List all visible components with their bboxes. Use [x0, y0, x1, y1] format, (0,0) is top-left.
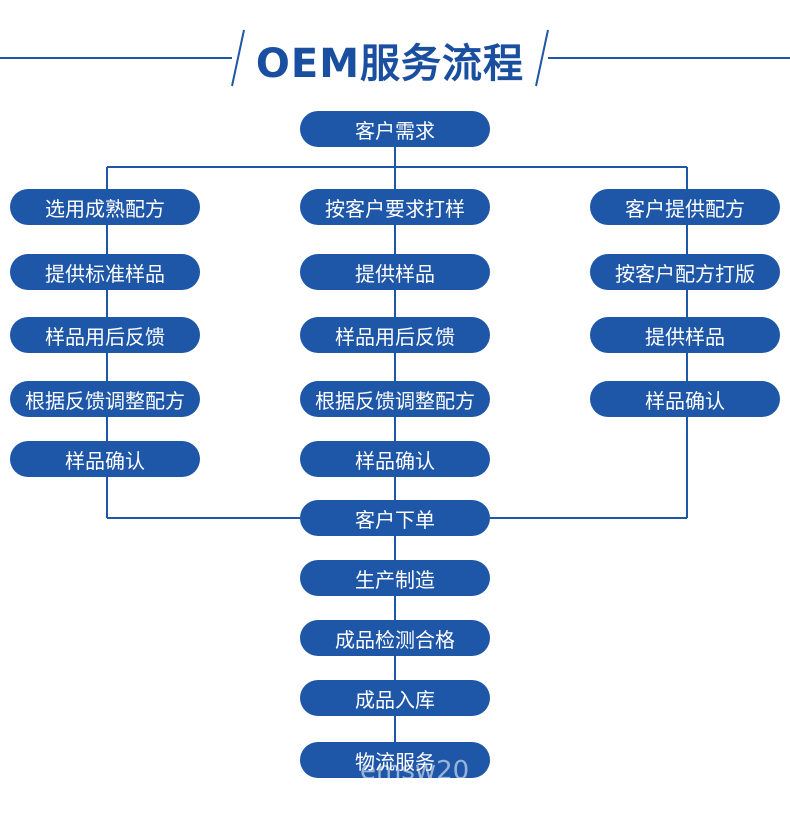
title-slash-right — [535, 29, 549, 87]
node-label: 选用成熟配方 — [45, 196, 165, 221]
node-label: 成品入库 — [355, 687, 435, 712]
node-right-1: 客户提供配方 — [590, 189, 780, 225]
node-label: 客户提供配方 — [625, 196, 745, 221]
node-middle-5: 样品确认 — [300, 441, 490, 477]
node-middle-4: 根据反馈调整配方 — [300, 381, 490, 417]
node-left-4: 根据反馈调整配方 — [10, 381, 200, 417]
node-logistics: 物流服务 — [300, 742, 490, 778]
node-left-2: 提供标准样品 — [10, 254, 200, 290]
node-label: 根据反馈调整配方 — [315, 388, 475, 413]
node-label: 提供标准样品 — [45, 261, 165, 286]
node-customer-order: 客户下单 — [300, 500, 490, 536]
node-label: 提供样品 — [645, 324, 725, 349]
title-slash-left — [231, 29, 245, 87]
node-right-2: 按客户配方打版 — [590, 254, 780, 290]
node-label: 样品用后反馈 — [45, 324, 165, 349]
node-label: 成品检测合格 — [335, 627, 455, 652]
title-block: OEM服务流程 — [230, 30, 550, 90]
node-production: 生产制造 — [300, 560, 490, 596]
node-warehousing: 成品入库 — [300, 680, 490, 716]
node-label: 按客户要求打样 — [325, 196, 465, 221]
node-quality-check: 成品检测合格 — [300, 620, 490, 656]
node-middle-1: 按客户要求打样 — [300, 189, 490, 225]
page-title: OEM服务流程 — [255, 41, 525, 87]
node-right-3: 提供样品 — [590, 317, 780, 353]
node-middle-3: 样品用后反馈 — [300, 317, 490, 353]
node-label: 按客户配方打版 — [615, 261, 755, 286]
node-left-1: 选用成熟配方 — [10, 189, 200, 225]
node-label: 样品确认 — [355, 448, 435, 473]
node-label: 生产制造 — [355, 567, 435, 592]
node-label: 样品确认 — [65, 448, 145, 473]
node-label: 客户下单 — [355, 507, 435, 532]
node-label: 样品用后反馈 — [335, 324, 455, 349]
node-middle-2: 提供样品 — [300, 254, 490, 290]
node-label: 样品确认 — [645, 388, 725, 413]
node-label: 物流服务 — [355, 749, 435, 774]
node-label: 客户需求 — [355, 118, 435, 143]
node-left-5: 样品确认 — [10, 441, 200, 477]
watermark: emsw20 — [360, 756, 470, 786]
node-left-3: 样品用后反馈 — [10, 317, 200, 353]
node-right-4: 样品确认 — [590, 381, 780, 417]
node-customer-demand: 客户需求 — [300, 111, 490, 147]
node-label: 提供样品 — [355, 261, 435, 286]
node-label: 根据反馈调整配方 — [25, 388, 185, 413]
